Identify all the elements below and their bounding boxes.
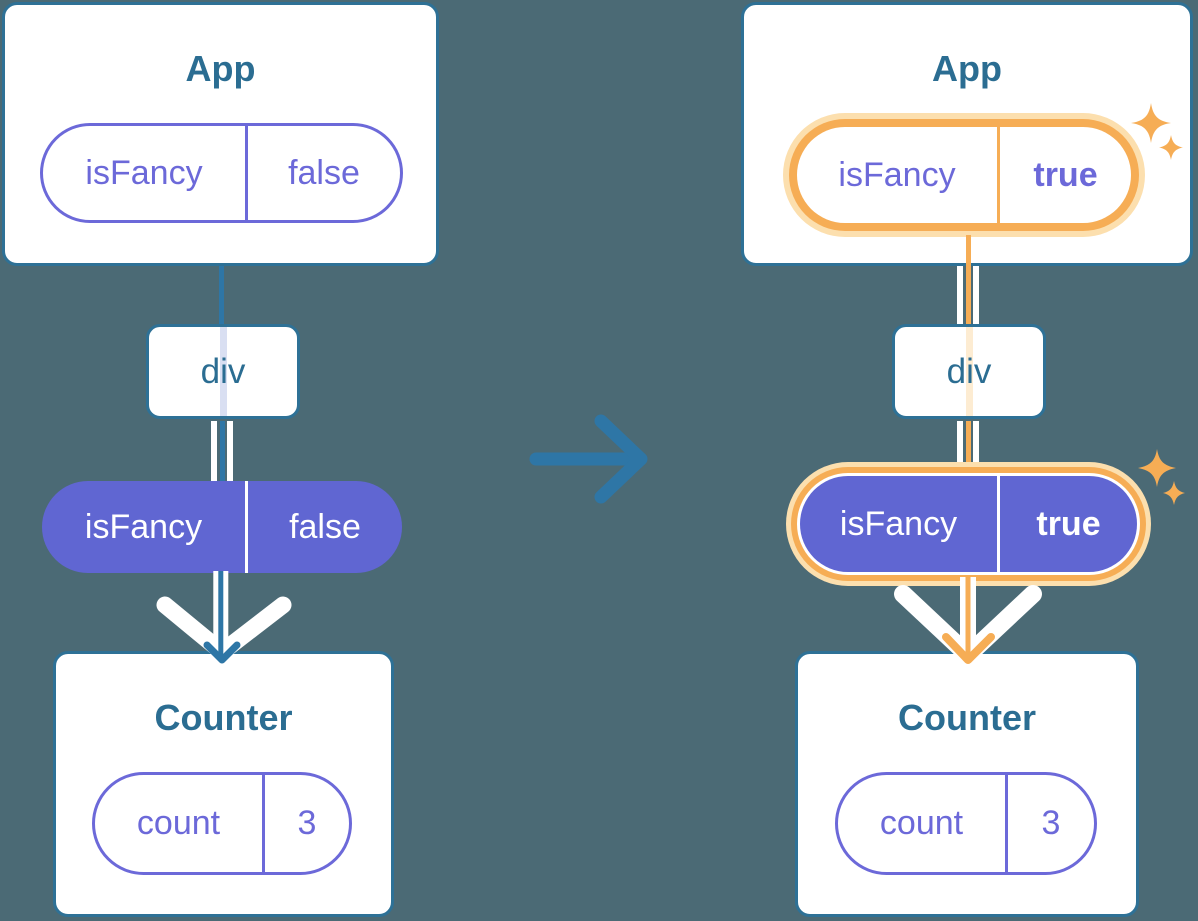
passed-prop-pill-before: isFancy false	[42, 481, 402, 573]
prop-value-label: false	[288, 153, 360, 192]
counter-component-card-after: Counter count 3	[795, 651, 1139, 917]
prop-name-label: isFancy	[43, 126, 248, 220]
highlight-ring-gap: isFancy true	[797, 473, 1140, 575]
state-pill-after: count 3	[835, 772, 1097, 875]
sparkle-icon	[1138, 449, 1185, 505]
highlight-ring-inner: isFancy true	[791, 467, 1146, 581]
connector-app-to-div-before	[219, 266, 224, 324]
passed-prop-pill-after: isFancy true	[800, 476, 1137, 572]
state-name-label: count	[838, 775, 1008, 872]
prop-name-label: isFancy	[800, 476, 1000, 572]
prop-value-label: false	[289, 507, 361, 546]
highlight-ring-inner: isFancy true	[789, 119, 1139, 231]
prop-value-label: true	[1036, 504, 1101, 543]
state-name-label: count	[95, 775, 265, 872]
prop-pill-after: isFancy true	[797, 127, 1131, 223]
div-label: div	[946, 351, 992, 391]
connector-line	[965, 266, 971, 324]
connector-edge	[211, 421, 217, 481]
component-title: Counter	[898, 697, 1036, 738]
connector-edge	[227, 421, 233, 481]
state-value-label: 3	[297, 804, 317, 842]
prop-flow-stripe	[965, 327, 973, 416]
connector-line	[965, 421, 971, 481]
div-element-box-after: div	[892, 324, 1046, 419]
sparkle-icon	[1131, 103, 1183, 160]
arrow-down-icon	[156, 571, 292, 664]
div-label: div	[200, 351, 246, 391]
counter-component-card-before: Counter count 3	[53, 651, 394, 917]
component-title: App	[932, 48, 1002, 89]
state-value-label: 3	[1041, 804, 1061, 842]
state-pill-before: count 3	[92, 772, 352, 875]
arrow-right-icon	[529, 414, 648, 504]
connector-edge	[973, 421, 979, 481]
prop-flow-stripe	[219, 327, 227, 416]
connector-app-to-div-after	[957, 266, 979, 324]
connector-line	[219, 266, 224, 324]
component-title: Counter	[154, 697, 293, 738]
connector-line	[219, 421, 225, 481]
connector-div-to-prop-before	[211, 421, 233, 481]
prop-flow-line	[965, 235, 971, 266]
connector-edge	[957, 421, 963, 481]
prop-value-label: true	[1033, 155, 1098, 194]
arrow-down-icon	[894, 577, 1042, 664]
connector-div-to-prop-after	[957, 421, 979, 481]
highlight-ring: isFancy true	[786, 462, 1151, 586]
prop-pill-before: isFancy false	[40, 123, 403, 223]
app-component-card-before: App isFancy false	[2, 2, 439, 266]
highlight-ring: isFancy true	[783, 113, 1145, 237]
prop-name-label: isFancy	[42, 481, 248, 573]
prop-name-label: isFancy	[797, 127, 1000, 223]
connector-edge	[957, 266, 963, 324]
component-title: App	[185, 48, 256, 89]
div-element-box-before: div	[146, 324, 300, 419]
connector-edge	[973, 266, 979, 324]
